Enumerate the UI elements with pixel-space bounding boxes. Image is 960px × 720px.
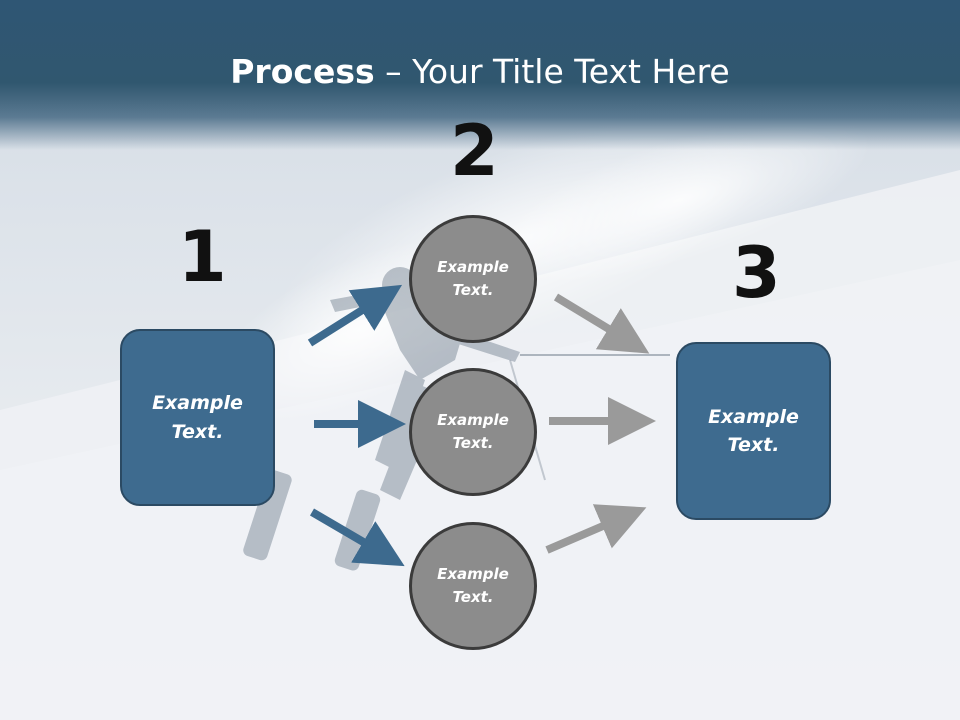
- arrow-circle-3-to-box: [545, 504, 647, 554]
- title-bar: [0, 0, 960, 150]
- arrow-circle-1-to-box: [553, 293, 650, 354]
- arrow-box-to-circle-3: [309, 508, 405, 567]
- left-box-text: Example Text.: [152, 392, 243, 443]
- process-circle-3[interactable]: Example Text.: [409, 522, 537, 650]
- arrow-box-to-circle-1: [307, 284, 403, 347]
- step-number-3: 3: [732, 232, 781, 314]
- step-number-1: 1: [178, 216, 227, 298]
- title-bold: Process: [230, 52, 375, 91]
- slide-title: Process – Your Title Text Here: [0, 52, 960, 91]
- circle-3-text: Example Text.: [437, 564, 509, 606]
- step-number-2: 2: [450, 110, 499, 192]
- circle-2-text: Example Text.: [437, 410, 509, 452]
- left-process-box[interactable]: Example Text.: [120, 329, 275, 506]
- right-process-box[interactable]: Example Text.: [676, 342, 831, 520]
- process-circle-2[interactable]: Example Text.: [409, 368, 537, 496]
- process-circle-1[interactable]: Example Text.: [409, 215, 537, 343]
- right-box-text: Example Text.: [708, 405, 799, 457]
- title-rest: – Your Title Text Here: [374, 52, 730, 91]
- circle-1-text: Example Text.: [437, 257, 509, 299]
